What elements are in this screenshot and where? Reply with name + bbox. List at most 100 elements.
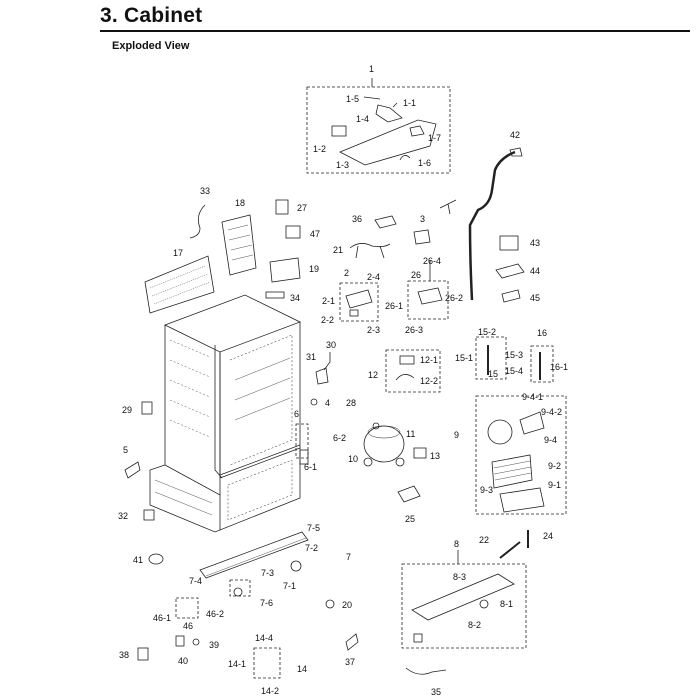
part-19 — [269, 257, 301, 283]
freezer-divider — [219, 447, 301, 479]
callout-label: 3 — [420, 214, 426, 224]
part-18-lines — [227, 224, 254, 261]
group-box-1 — [306, 86, 451, 174]
fridge-shelf-lines — [234, 357, 291, 421]
callout-label: 32 — [118, 511, 129, 521]
callout-label: 14-2 — [261, 686, 280, 696]
callout-label: 1-6 — [418, 158, 432, 168]
callout-label: 2-4 — [367, 272, 381, 282]
callout-label: 46-1 — [153, 613, 172, 623]
part-10-grommet-b — [395, 457, 405, 467]
part-22 — [499, 541, 521, 559]
callout-label: 26-2 — [445, 293, 464, 303]
group-box-2 — [339, 282, 379, 322]
part-12-2 — [395, 374, 415, 381]
part-13 — [413, 447, 427, 459]
callout-label: 47 — [310, 229, 321, 239]
callout-label: 9-1 — [548, 480, 562, 490]
freezer-liner — [227, 459, 293, 521]
part-38 — [137, 647, 149, 661]
callout-label: 12-2 — [420, 376, 439, 386]
leader-1-5 — [363, 96, 381, 100]
freezer-base-lines — [154, 479, 213, 516]
callout-label: 18 — [235, 198, 246, 208]
part-2-1 — [345, 289, 373, 309]
callout-label: 12 — [368, 370, 379, 380]
callout-label: 9 — [454, 430, 460, 440]
part-3 — [413, 229, 431, 245]
section-subtitle: Exploded View — [112, 40, 190, 52]
callout-label: 1-2 — [313, 144, 327, 154]
part-1-7 — [409, 125, 425, 137]
part-29 — [141, 401, 153, 415]
part-26-2 — [417, 287, 443, 305]
callout-label: 45 — [530, 293, 541, 303]
part-44 — [495, 263, 525, 279]
part-9-3-tray — [499, 487, 545, 513]
callout-label: 8-2 — [468, 620, 482, 630]
callout-label: 6 — [294, 409, 300, 419]
group-box-12 — [385, 349, 441, 393]
part-37 — [345, 633, 359, 651]
callout-label: 41 — [133, 555, 144, 565]
callout-label: 17 — [173, 248, 184, 258]
part-42-hose — [468, 150, 516, 301]
part-4 — [310, 398, 318, 406]
part-30 — [323, 352, 331, 371]
part-7-5-rail-line — [205, 537, 307, 577]
callout-label: 7-6 — [260, 598, 274, 608]
part-11-compressor-top — [367, 425, 401, 439]
part-40 — [192, 638, 200, 646]
group-box-6 — [295, 423, 309, 459]
callout-label: 39 — [209, 640, 220, 650]
callout-label: 14 — [297, 664, 308, 674]
callout-label: 30 — [326, 340, 337, 350]
callout-label: 9-2 — [548, 461, 562, 471]
part-34 — [265, 291, 285, 299]
part-32 — [143, 509, 155, 521]
callout-label: 7 — [346, 552, 352, 562]
callout-label: 33 — [200, 186, 211, 196]
part-47 — [285, 225, 301, 239]
callout-label: 25 — [405, 514, 416, 524]
part-33-wire — [189, 204, 206, 239]
part-1-3-bracket — [339, 119, 437, 166]
callout-label: 1-4 — [356, 114, 370, 124]
callout-label: 19 — [309, 264, 320, 274]
fridge-liner-interior — [229, 334, 293, 466]
callout-label: 15 — [488, 369, 499, 379]
leader-1-1 — [392, 102, 398, 108]
callout-label: 26-3 — [405, 325, 424, 335]
callout-label: 1-1 — [403, 98, 417, 108]
part-9-4-fan — [487, 419, 513, 445]
callout-label: 6-2 — [333, 433, 347, 443]
part-45 — [501, 289, 521, 303]
group-box-16 — [530, 345, 554, 383]
callout-label: 37 — [345, 657, 356, 667]
title-rule — [100, 30, 690, 32]
part-12-1 — [399, 355, 415, 365]
part-8-1 — [479, 599, 489, 609]
part-1-6 — [399, 155, 411, 161]
callout-label: 26-1 — [385, 301, 404, 311]
part-9-2-condenser — [491, 454, 533, 489]
part-28-grommet — [372, 422, 380, 430]
cabinet-side-ribs — [169, 339, 211, 438]
callout-label: 27 — [297, 203, 308, 213]
callout-label: 2 — [344, 268, 350, 278]
callout-label: 15-3 — [505, 350, 524, 360]
callout-label: 43 — [530, 238, 541, 248]
callout-label: 7-4 — [189, 576, 203, 586]
part-9-4-2-bracket — [519, 411, 545, 435]
group-box-8 — [401, 563, 527, 649]
callout-label: 16-1 — [550, 362, 569, 372]
callout-label: 1-7 — [428, 133, 442, 143]
callout-label: 15-4 — [505, 366, 524, 376]
part-43 — [499, 235, 519, 251]
callout-label: 21 — [333, 245, 344, 255]
group-box-46 — [175, 597, 199, 619]
callout-label: 22 — [479, 535, 490, 545]
callout-label: 9-4-2 — [541, 407, 563, 417]
part-42-cap — [509, 147, 523, 157]
callout-label: 1-3 — [336, 160, 350, 170]
